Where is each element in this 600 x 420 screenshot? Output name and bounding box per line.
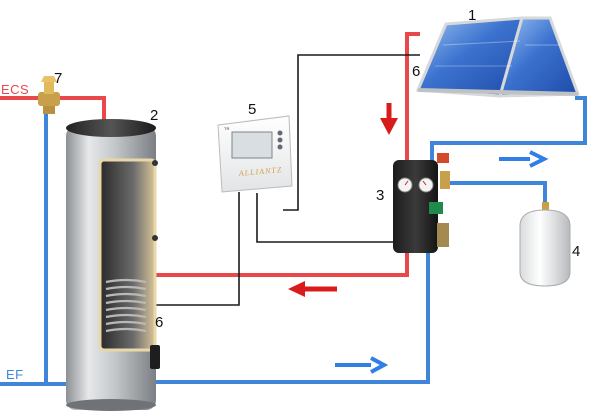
sensor-wires xyxy=(155,54,420,306)
controller-brand: ALLIANTZ xyxy=(237,165,282,178)
controller-screen xyxy=(231,131,273,159)
label-1: 1 xyxy=(468,7,476,24)
solar-controller-icon: TR ALLIANTZ xyxy=(217,115,293,193)
label-6-panel: 6 xyxy=(412,63,420,80)
label-7: 7 xyxy=(54,70,62,87)
controller-tag: TR xyxy=(224,126,229,131)
solar-collector-icon xyxy=(415,16,581,98)
expansion-vessel-icon xyxy=(519,202,571,287)
label-ecs: ECS xyxy=(1,82,29,97)
label-2: 2 xyxy=(150,107,158,124)
hot-water-pipes xyxy=(0,32,420,277)
label-3: 3 xyxy=(376,187,384,204)
storage-tank-icon xyxy=(66,119,160,411)
label-4: 4 xyxy=(572,243,580,260)
cold-water-pipes xyxy=(0,96,587,386)
flow-arrow-right-cold xyxy=(499,150,549,168)
flow-arrow-left-hot xyxy=(288,281,337,297)
flow-arrow-right-cold-bottom xyxy=(335,356,389,374)
flow-arrow-down-hot xyxy=(380,103,398,135)
label-ef: EF xyxy=(6,367,24,382)
mixing-valve-icon xyxy=(38,76,60,114)
label-5: 5 xyxy=(248,101,256,118)
pump-station-icon xyxy=(393,153,450,253)
label-6-tank: 6 xyxy=(155,314,163,331)
heat-exchanger-coil xyxy=(105,278,147,333)
